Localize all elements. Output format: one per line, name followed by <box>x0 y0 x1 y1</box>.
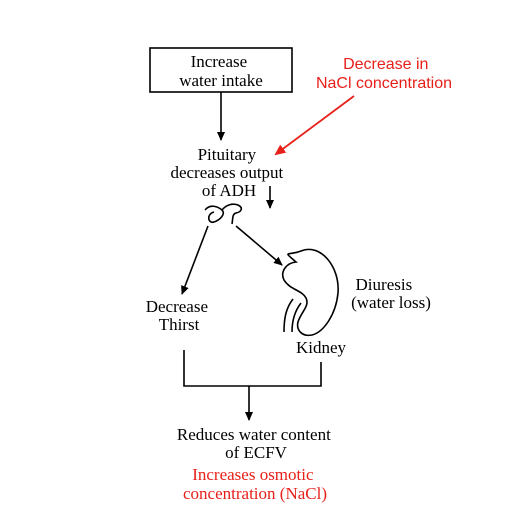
svg-text:Decrease in NaCl concent: Decrease in NaCl concentration <box>316 56 452 92</box>
svg-text:Diuresis (water loss): Diuresis (water loss) <box>351 275 431 312</box>
svg-text:Increases osmotic concen: Increases osmotic concentration (NaCl) <box>183 465 327 503</box>
thirst-line-2: Thirst <box>159 315 200 334</box>
ecfv-line-1: Reduces water content <box>177 425 331 444</box>
svg-text:Reduces water content of: Reduces water content of ECFV <box>177 425 335 462</box>
diuresis-line-1: Diuresis <box>356 275 413 294</box>
nacl-decrease-line-2: NaCl concentration <box>316 75 452 92</box>
kidney-outline <box>281 248 339 337</box>
kidney-label: Kidney <box>296 338 347 357</box>
pituitary-line-2: decreases output <box>170 163 283 182</box>
osmotic-node: Increases osmotic concentration (NaCl) <box>183 465 327 503</box>
intake-box <box>149 47 293 93</box>
pituitary-line-1: Pituitary <box>198 145 257 164</box>
ureter-left <box>283 298 294 333</box>
arrow-pituitary-to-thirst <box>181 225 209 295</box>
arrow-nacl-to-pituitary <box>274 95 355 156</box>
pituitary-node: Pituitary decreases output of ADH <box>170 145 287 200</box>
nacl-decrease-line-1: Decrease in <box>343 56 428 73</box>
thirst-line-1: Decrease <box>146 297 208 316</box>
ecfv-line-2: of ECFV <box>225 443 288 462</box>
merge-bracket <box>183 350 322 387</box>
osmotic-line-1: Increases osmotic <box>192 465 314 484</box>
pituitary-gland-shape <box>204 203 243 225</box>
ecfv-node: Reduces water content of ECFV <box>177 425 335 462</box>
nacl-decrease-node: Decrease in NaCl concentration <box>316 56 452 92</box>
ureter-right <box>291 302 302 333</box>
intake-line-1: Increase <box>191 52 248 71</box>
intake-node: Increase water intake <box>149 47 293 93</box>
intake-line-2: water intake <box>179 71 263 90</box>
kidney-illustration <box>281 248 339 337</box>
diuresis-node: Diuresis (water loss) <box>351 275 431 312</box>
svg-text:Decrease Thirst: Decrease Thirst <box>146 297 213 334</box>
svg-text:Pituitary decreases outp: Pituitary decreases output of ADH <box>170 145 287 200</box>
pituitary-line-3: of ADH <box>202 181 256 200</box>
svg-text:Increase water intake: Increase water intake <box>179 52 263 90</box>
thirst-node: Decrease Thirst <box>146 297 213 334</box>
osmotic-line-2: concentration (NaCl) <box>183 484 327 503</box>
arrow-pituitary-to-kidney <box>235 225 283 266</box>
diuresis-line-2: (water loss) <box>351 293 431 312</box>
